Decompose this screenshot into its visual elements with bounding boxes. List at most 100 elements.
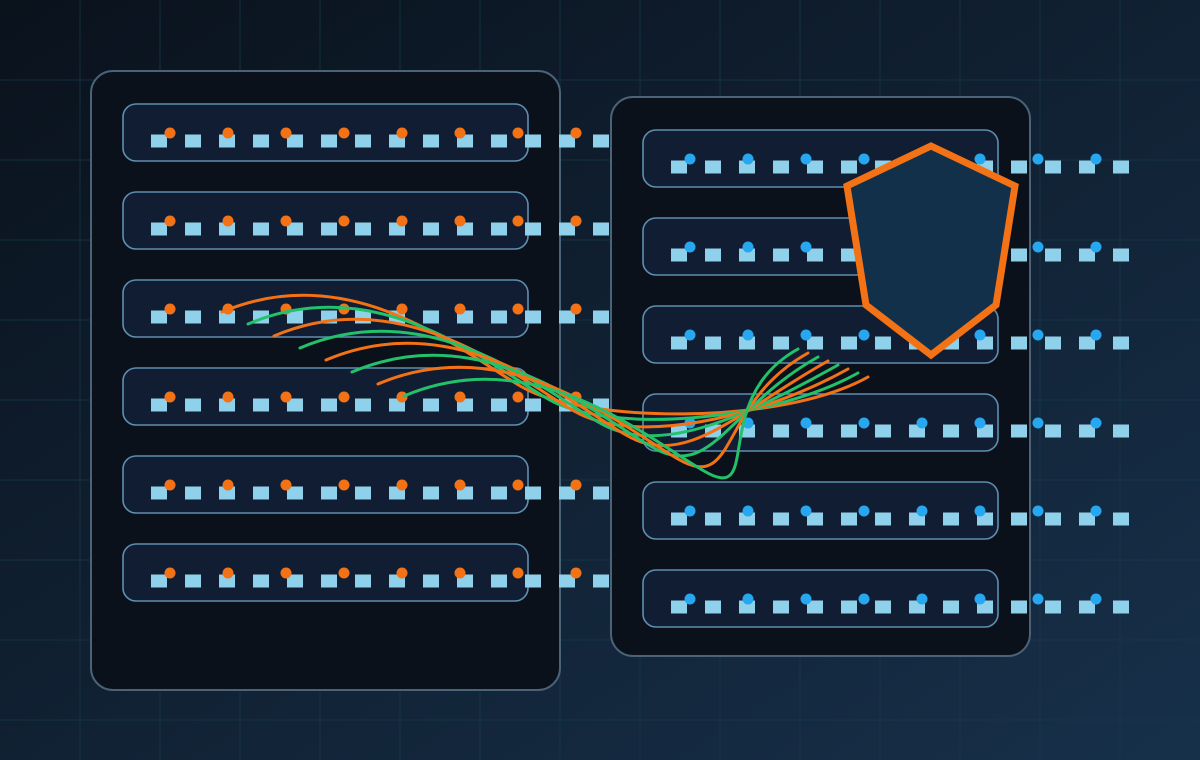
right-status-light xyxy=(684,593,696,605)
left-port-square xyxy=(491,222,507,236)
right-status-light xyxy=(858,593,870,605)
right-status-light xyxy=(974,329,986,341)
right-port-square xyxy=(739,600,755,614)
left-port-square xyxy=(151,574,167,588)
right-port-square xyxy=(1045,600,1061,614)
right-status-light xyxy=(800,593,812,605)
right-status-light xyxy=(1032,153,1044,165)
left-port-square xyxy=(185,134,201,148)
left-port-square xyxy=(151,398,167,412)
left-port-square xyxy=(321,574,337,588)
left-port-square xyxy=(287,574,303,588)
right-port-square xyxy=(739,248,755,262)
right-port-square xyxy=(773,160,789,174)
right-port-square xyxy=(807,512,823,526)
left-port-square xyxy=(355,222,371,236)
right-status-light xyxy=(974,593,986,605)
right-status-light xyxy=(1032,329,1044,341)
right-status-light xyxy=(1090,593,1102,605)
right-status-light xyxy=(916,417,928,429)
left-status-light xyxy=(280,127,292,139)
right-port-square xyxy=(1079,424,1095,438)
right-port-square xyxy=(1113,248,1129,262)
left-port-square xyxy=(525,310,541,324)
left-status-light xyxy=(164,567,176,579)
right-port-square xyxy=(1045,248,1061,262)
right-port-square xyxy=(1079,512,1095,526)
left-status-light xyxy=(396,567,408,579)
right-status-light xyxy=(858,329,870,341)
right-port-square xyxy=(705,512,721,526)
left-port-square xyxy=(185,310,201,324)
right-status-light xyxy=(1090,241,1102,253)
left-status-light xyxy=(570,479,582,491)
left-status-light xyxy=(396,391,408,403)
left-port-square xyxy=(593,310,609,324)
shield-icon xyxy=(843,142,1019,360)
left-port-square xyxy=(423,134,439,148)
right-port-square xyxy=(705,336,721,350)
right-port-square xyxy=(875,512,891,526)
left-port-square xyxy=(321,398,337,412)
left-port-square xyxy=(423,310,439,324)
right-status-light xyxy=(974,417,986,429)
right-port-square xyxy=(1045,424,1061,438)
left-status-light xyxy=(280,391,292,403)
right-port-square xyxy=(1011,248,1027,262)
left-status-light xyxy=(570,303,582,315)
left-port-square xyxy=(151,222,167,236)
right-port-square xyxy=(1079,248,1095,262)
right-status-light xyxy=(974,153,986,165)
right-status-light xyxy=(742,593,754,605)
right-port-square xyxy=(807,336,823,350)
right-status-light xyxy=(800,153,812,165)
left-port-square xyxy=(559,574,575,588)
right-port-square xyxy=(705,600,721,614)
right-status-light xyxy=(1032,417,1044,429)
right-port-square xyxy=(1045,336,1061,350)
right-port-square xyxy=(1045,512,1061,526)
right-port-square xyxy=(807,248,823,262)
left-status-light xyxy=(338,567,350,579)
right-port-square xyxy=(807,424,823,438)
right-status-light xyxy=(800,241,812,253)
right-status-light xyxy=(742,241,754,253)
left-status-light xyxy=(222,127,234,139)
right-status-light xyxy=(1032,241,1044,253)
right-port-square xyxy=(773,336,789,350)
left-status-light xyxy=(512,479,524,491)
right-port-square xyxy=(1079,160,1095,174)
right-port-square xyxy=(671,160,687,174)
left-status-light xyxy=(222,567,234,579)
left-rack-unit xyxy=(122,103,529,162)
left-port-square xyxy=(287,222,303,236)
right-port-square xyxy=(1011,336,1027,350)
migration-waves-icon xyxy=(220,293,870,480)
right-port-square xyxy=(1113,424,1129,438)
left-port-square xyxy=(219,222,235,236)
left-status-light xyxy=(396,127,408,139)
right-port-square xyxy=(705,248,721,262)
right-status-light xyxy=(742,329,754,341)
right-status-light xyxy=(1032,505,1044,517)
left-port-square xyxy=(525,222,541,236)
right-status-light xyxy=(1090,329,1102,341)
left-status-light xyxy=(164,215,176,227)
right-port-square xyxy=(1011,512,1027,526)
left-status-light xyxy=(512,127,524,139)
right-port-square xyxy=(807,600,823,614)
right-port-square xyxy=(875,336,891,350)
left-status-light xyxy=(338,215,350,227)
left-status-light xyxy=(338,391,350,403)
right-status-light xyxy=(742,153,754,165)
left-port-square xyxy=(321,134,337,148)
left-status-light xyxy=(164,303,176,315)
right-status-light xyxy=(974,505,986,517)
left-port-square xyxy=(525,574,541,588)
right-port-square xyxy=(671,336,687,350)
left-status-light xyxy=(454,391,466,403)
left-port-square xyxy=(185,398,201,412)
right-port-square xyxy=(1079,600,1095,614)
left-port-square xyxy=(423,222,439,236)
